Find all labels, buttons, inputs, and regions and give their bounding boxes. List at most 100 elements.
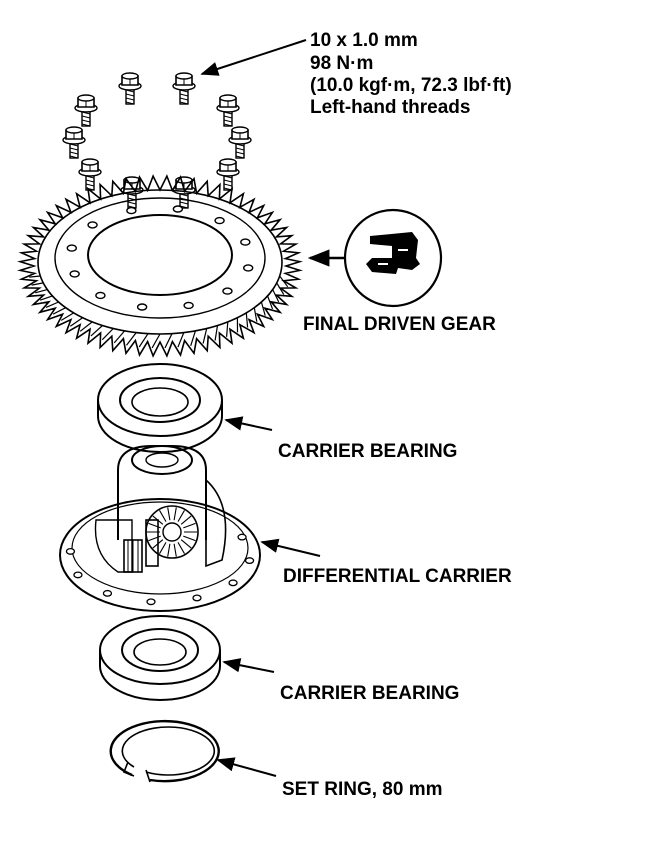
gear-bolt-hole xyxy=(222,287,233,295)
bolt-thread xyxy=(69,151,79,155)
gear-bolt-hole xyxy=(87,221,98,229)
bearing-upper-outer-race xyxy=(97,363,223,437)
set-ring-inner-edge xyxy=(121,726,216,776)
carrier-bearing-lower xyxy=(99,615,221,701)
label-set-ring: SET RING, 80 mm xyxy=(282,779,443,800)
carrier-flange-hole xyxy=(65,547,76,555)
bearing-upper-inner-race xyxy=(119,377,201,423)
carrier-flange-hole xyxy=(192,594,202,602)
pinion-shaft xyxy=(145,519,159,567)
gear-teeth xyxy=(17,174,303,358)
carrier-flange-hole xyxy=(146,598,156,606)
gear-bolt-hole xyxy=(243,264,254,272)
set-ring-end-left xyxy=(122,761,135,777)
bolt-head-top xyxy=(219,94,237,102)
spec-torque: 98 N·m xyxy=(310,53,373,74)
bolt-thread xyxy=(125,101,135,105)
gear-bolt-hole xyxy=(69,270,80,278)
carrier-flange-hole xyxy=(237,533,247,541)
spider-gear-hub xyxy=(162,522,182,542)
label-carrier-bearing-top: CARRIER BEARING xyxy=(278,441,457,462)
bolt-head-top xyxy=(219,158,237,166)
gear-bolt-hole xyxy=(183,301,194,310)
arrow-carrier-bearing-top xyxy=(224,416,273,431)
bolt-head-top xyxy=(65,126,83,134)
bolt-thread xyxy=(223,119,233,123)
carrier-flange-holes xyxy=(65,533,255,606)
bearing-upper-side xyxy=(97,400,223,453)
carrier-bearing-upper xyxy=(97,363,223,453)
bearing-lower-side xyxy=(99,650,221,701)
carrier-flange-hole xyxy=(228,579,238,587)
gear-tooth-section-detail xyxy=(378,249,408,265)
bolt-thread xyxy=(223,123,233,127)
bolt-thread xyxy=(223,179,233,183)
bearing-upper-bore xyxy=(131,387,189,417)
gear-bolt-hole xyxy=(172,205,184,213)
gear-bolt-hole xyxy=(95,291,106,300)
gear-bolt-hole xyxy=(136,303,148,311)
carrier-flange-inner xyxy=(71,501,249,595)
gear-bolt-hole xyxy=(126,206,137,215)
bolt xyxy=(74,94,98,127)
carrier-flange-hole xyxy=(102,589,113,597)
bolt-head-top xyxy=(77,94,95,102)
label-carrier-bearing-bottom: CARRIER BEARING xyxy=(280,683,459,704)
gear-bolt-hole xyxy=(240,238,251,246)
gear-helix-lines xyxy=(29,275,289,349)
spec-size: 10 x 1.0 mm xyxy=(310,30,418,51)
bolt-head-top xyxy=(231,126,249,134)
bolt xyxy=(228,126,252,159)
bolt-thread xyxy=(69,155,79,159)
carrier-flange-hole xyxy=(244,557,255,565)
gear-face-rim xyxy=(37,189,283,335)
gear-bolt-holes xyxy=(66,205,254,311)
bolt xyxy=(172,72,196,105)
bolt-thread xyxy=(69,147,79,151)
bearing-lower-outer-race xyxy=(99,615,221,685)
bolt-group xyxy=(62,72,252,209)
set-ring-outer-edge xyxy=(109,719,220,783)
carrier-flange-hole xyxy=(73,571,83,579)
bolt-thread xyxy=(81,115,91,119)
bolt-thread xyxy=(125,93,135,97)
bolt xyxy=(78,158,102,191)
carrier-hub xyxy=(131,445,193,475)
carrier-side-window xyxy=(205,478,227,568)
gear-face-inner-ring xyxy=(54,197,266,319)
gear-bolt-hole xyxy=(66,244,77,252)
bolt-thread xyxy=(179,97,189,101)
bolt-thread xyxy=(81,123,91,127)
bearing-lower-inner-race xyxy=(121,628,199,672)
bolt xyxy=(216,158,240,191)
final-driven-gear xyxy=(17,174,303,358)
bolt xyxy=(62,126,86,159)
spec-leader-arrow xyxy=(200,39,307,76)
thread-detail-inset xyxy=(343,208,443,308)
bolt-head-top xyxy=(121,72,139,80)
gear-bolt-hole xyxy=(214,216,225,225)
bolt xyxy=(216,94,240,127)
carrier-left-window xyxy=(94,519,133,573)
bolt-thread xyxy=(85,179,95,183)
bolt-head-top xyxy=(81,158,99,166)
bolt-thread xyxy=(85,183,95,187)
bolt-thread xyxy=(179,201,189,205)
spider-gear-teeth xyxy=(147,507,197,557)
bolt-thread xyxy=(125,97,135,101)
bolt xyxy=(118,72,142,105)
inset-circle xyxy=(343,208,443,308)
carrier-hub-bore xyxy=(145,452,179,468)
spec-thread: Left-hand threads xyxy=(310,97,470,118)
differential-carrier xyxy=(59,445,261,612)
bolt-thread xyxy=(127,201,137,205)
label-final-driven-gear: FINAL DRIVEN GEAR xyxy=(303,314,496,335)
bolt-head-top xyxy=(175,72,193,80)
bolt-thread xyxy=(179,101,189,105)
spec-torque-alt: (10.0 kgf·m, 72.3 lbf·ft) xyxy=(310,75,512,96)
bolt-thread xyxy=(235,147,245,151)
bolt-thread xyxy=(81,119,91,123)
bolt-thread xyxy=(235,151,245,155)
carrier-flange xyxy=(59,498,261,612)
